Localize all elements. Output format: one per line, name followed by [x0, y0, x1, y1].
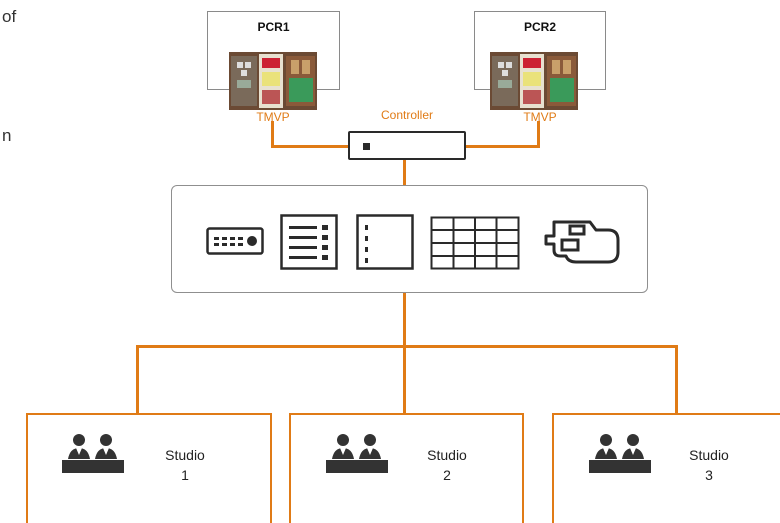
controller-label: Controller	[380, 108, 434, 122]
presenters-icon-2	[326, 434, 388, 473]
wire-pcr2-down	[537, 121, 540, 148]
studio-1-label: Studio 1	[150, 445, 220, 485]
audio-mixer-icon	[280, 214, 338, 270]
wire-to-studio-2	[403, 345, 406, 415]
studio-1-name: Studio	[165, 447, 205, 463]
cropped-text-of: of	[2, 7, 17, 26]
studio-3-name: Studio	[689, 447, 729, 463]
studio-2-name: Studio	[427, 447, 467, 463]
pcr1-control-room-image	[229, 52, 317, 110]
wire-pcr1-down	[271, 121, 274, 148]
pcr2-title: PCR2	[523, 20, 556, 34]
studio-3-number: 3	[705, 467, 713, 483]
pcr1-tmvp-label: TMVP	[256, 110, 290, 124]
camera-icon	[544, 220, 620, 264]
wire-to-studio-1	[136, 345, 139, 415]
pcr2-control-room-image	[490, 52, 578, 110]
wire-studio-bus	[136, 345, 678, 348]
cropped-text-n: n	[2, 126, 12, 145]
wire-controller-to-panel	[403, 160, 406, 186]
wire-pcr2-to-controller	[465, 145, 540, 148]
studio-2-label: Studio 2	[412, 445, 482, 485]
studio-3-box	[552, 413, 780, 523]
video-switcher-icon	[206, 227, 264, 255]
wire-panel-down	[403, 292, 406, 348]
pcr1-title: PCR1	[257, 20, 290, 34]
wire-to-studio-3	[675, 345, 678, 415]
presenters-icon-1	[62, 434, 124, 473]
studio-3-label: Studio 3	[674, 445, 744, 485]
studio-2-number: 2	[443, 467, 451, 483]
studio-2-box	[289, 413, 524, 523]
router-icon	[356, 214, 414, 270]
controller-device	[348, 131, 466, 160]
device-panel	[171, 185, 648, 293]
controller-led	[363, 143, 370, 150]
studio-1-number: 1	[181, 467, 189, 483]
multiviewer-icon	[430, 216, 520, 270]
wire-pcr1-to-controller	[271, 145, 349, 148]
pcr2-tmvp-label: TMVP	[523, 110, 557, 124]
presenters-icon-3	[589, 434, 651, 473]
